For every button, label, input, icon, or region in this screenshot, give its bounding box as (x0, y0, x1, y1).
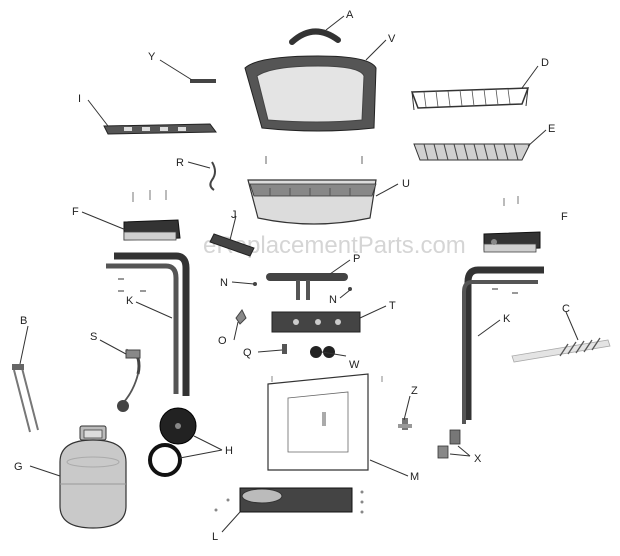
label-c: C (562, 303, 570, 315)
part-base-tray (214, 487, 364, 514)
label-u: U (402, 178, 410, 190)
part-side-shelf-left (123, 190, 181, 241)
label-b: B (20, 315, 27, 327)
part-side-shelf-right (483, 196, 541, 253)
part-valve-fitting (235, 309, 247, 325)
part-bracket-y (190, 79, 216, 83)
part-cooking-grate (413, 143, 531, 161)
label-k-right: K (503, 313, 511, 325)
label-d: D (541, 57, 549, 69)
label-x: X (474, 453, 482, 465)
part-bottom-shelf (511, 337, 611, 363)
label-w: W (349, 359, 360, 371)
part-hardware-z (398, 418, 412, 430)
label-m: M (410, 471, 419, 483)
label-i: I (78, 93, 81, 105)
part-control-panel (271, 311, 361, 333)
label-g: G (14, 461, 23, 473)
part-clip-r (209, 161, 216, 191)
label-j: J (231, 209, 237, 221)
part-grill-lid (244, 55, 377, 132)
label-a: A (346, 9, 354, 21)
label-o: O (218, 335, 227, 347)
label-q: Q (243, 347, 252, 359)
part-labels: A V D E Y I R U F J P F N N T K K B S O … (14, 9, 570, 543)
label-l: L (212, 531, 218, 543)
part-propane-tank (59, 425, 127, 529)
part-cart-panel (267, 373, 383, 471)
label-y: Y (148, 51, 156, 63)
label-f-right: F (561, 211, 568, 223)
label-v: V (388, 33, 396, 45)
part-warming-rack (410, 87, 530, 111)
part-wheels (148, 407, 197, 477)
part-lid-handle (289, 28, 341, 45)
part-burner (266, 273, 348, 300)
label-r: R (176, 157, 184, 169)
part-cart-frame-left (106, 252, 190, 396)
label-p: P (353, 253, 360, 265)
label-h: H (225, 445, 233, 457)
part-control-knobs (310, 346, 335, 358)
label-e: E (548, 123, 555, 135)
label-t: T (389, 300, 396, 312)
part-cart-frame-right (462, 266, 544, 424)
label-n-right: N (329, 294, 337, 306)
part-casters (437, 429, 461, 459)
label-n-left: N (220, 277, 228, 289)
label-k-left: K (126, 295, 134, 307)
label-s: S (90, 331, 97, 343)
part-screw-q (282, 344, 287, 354)
part-igniter (209, 233, 255, 257)
label-z: Z (411, 385, 418, 397)
part-heat-shield (103, 123, 217, 135)
part-screw-n (253, 282, 352, 291)
leader-lines (19, 15, 579, 533)
part-regulator-hose (117, 348, 141, 412)
label-f-left: F (72, 206, 79, 218)
part-leg-braces (12, 364, 39, 433)
part-firebox (247, 156, 377, 225)
